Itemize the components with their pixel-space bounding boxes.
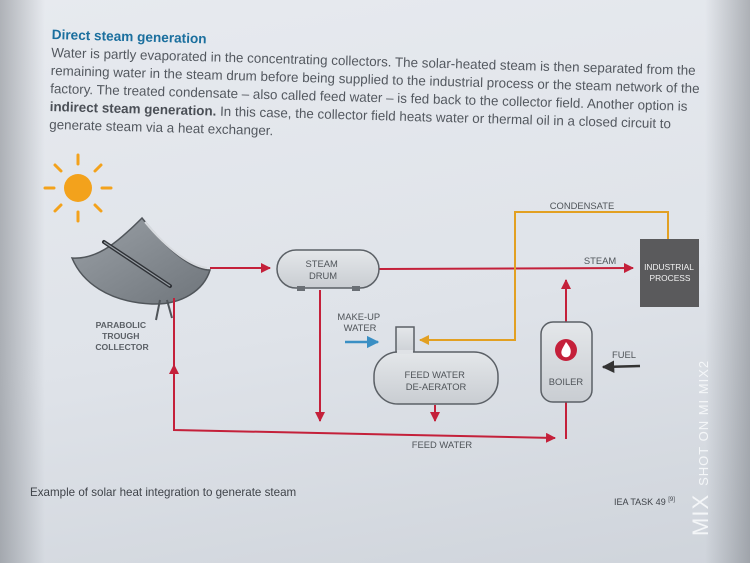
- collector-label: PARABOLIC TROUGH COLLECTOR: [95, 320, 149, 352]
- svg-text:BOILER: BOILER: [549, 376, 584, 387]
- flame-shape: [561, 342, 571, 358]
- industrial-process-box: INDUSTRIAL PROCESS: [640, 239, 699, 307]
- camera-watermark: MIX SHOT ON MI MIX2: [688, 360, 714, 536]
- steam-label: STEAM: [584, 255, 616, 266]
- fuel-arrow: [601, 360, 641, 373]
- svg-text:FEED WATER DE-AERATOR: FEED WATER DE-AERATOR: [404, 369, 467, 392]
- steam-pipes: [169, 263, 634, 443]
- watermark-text: SHOT ON MI MIX2: [696, 359, 711, 486]
- feed-water-label: FEED WATER: [412, 439, 473, 450]
- condensate-pipe: [419, 211, 669, 345]
- parabolic-trough-icon: [70, 216, 212, 321]
- svg-text:STEAM DRUM: STEAM DRUM: [306, 258, 341, 281]
- svg-text:INDUSTRIAL PROCESS: INDUSTRIAL PROCESS: [644, 262, 696, 283]
- makeup-water-label: MAKE-UP WATER: [337, 311, 382, 333]
- steam-drum: STEAM DRUM: [276, 249, 380, 291]
- condensate-label: CONDENSATE: [550, 200, 614, 211]
- figure-source: IEA TASK 49 [9]: [614, 497, 675, 507]
- boiler: BOILER: [540, 321, 593, 403]
- sun-icon: [43, 153, 113, 223]
- fuel-label: FUEL: [612, 349, 636, 360]
- pipe-steam-to-process: [377, 263, 634, 274]
- pipe-feed-water: [173, 298, 556, 443]
- figure-caption: Example of solar heat integration to gen…: [30, 486, 297, 499]
- watermark-logo: MIX: [688, 493, 713, 536]
- feed-water-deaerator: FEED WATER DE-AERATOR: [373, 326, 499, 405]
